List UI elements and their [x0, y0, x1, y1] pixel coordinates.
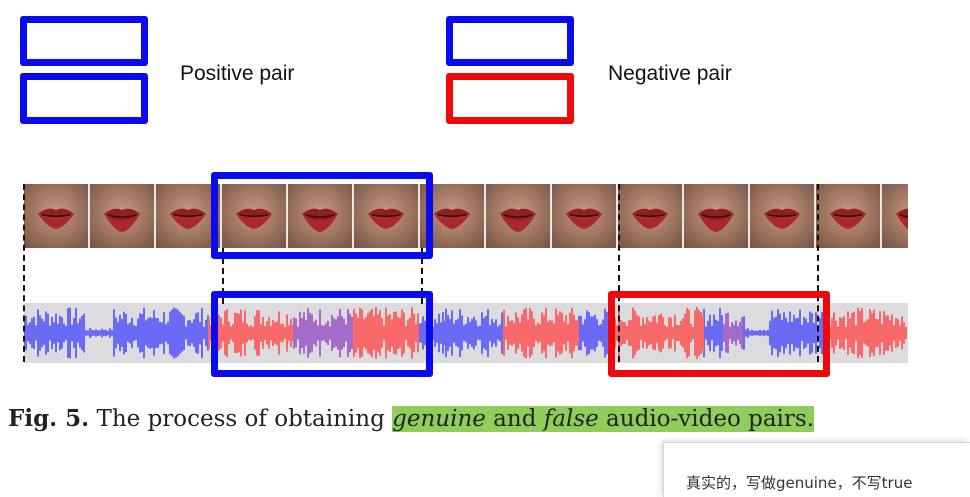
- video-frame: [618, 184, 682, 248]
- review-comment-text: 真实的，写做genuine，不写true: [686, 472, 912, 493]
- caption-genuine: genuine: [392, 406, 486, 432]
- video-frame: [750, 184, 814, 248]
- video-frame: [486, 184, 550, 248]
- video-frame: [24, 184, 88, 248]
- legend-negative-label: Negative pair: [608, 61, 732, 87]
- video-frame: [552, 184, 616, 248]
- caption-prefix: The process of obtaining: [97, 406, 393, 432]
- legend-negative-top-box: [446, 16, 574, 66]
- video-frame: [684, 184, 748, 248]
- legend-positive-label: Positive pair: [180, 61, 294, 87]
- review-comment[interactable]: 真实的，写做genuine，不写true: [663, 442, 970, 497]
- figure-caption: Fig. 5. The process of obtaining genuine…: [8, 402, 814, 436]
- caption-false: false: [544, 406, 599, 432]
- caption-and: and: [486, 406, 544, 432]
- video-frame: [882, 184, 908, 248]
- legend-negative-bottom-box: [446, 73, 574, 124]
- video-frame: [90, 184, 154, 248]
- caption-label: Fig. 5.: [8, 405, 89, 432]
- dashed-line-1: [23, 184, 25, 362]
- negative-audio-window: [608, 291, 830, 377]
- positive-audio-window: [211, 291, 433, 377]
- caption-suffix: audio-video pairs.: [599, 406, 814, 432]
- positive-video-window: [211, 172, 433, 259]
- legend-positive-top-box: [20, 16, 148, 66]
- legend-positive-bottom-box: [20, 73, 148, 124]
- video-frames-strip: [24, 184, 908, 248]
- video-frame: [816, 184, 880, 248]
- caption-highlight: genuine and false audio-video pairs.: [392, 406, 814, 432]
